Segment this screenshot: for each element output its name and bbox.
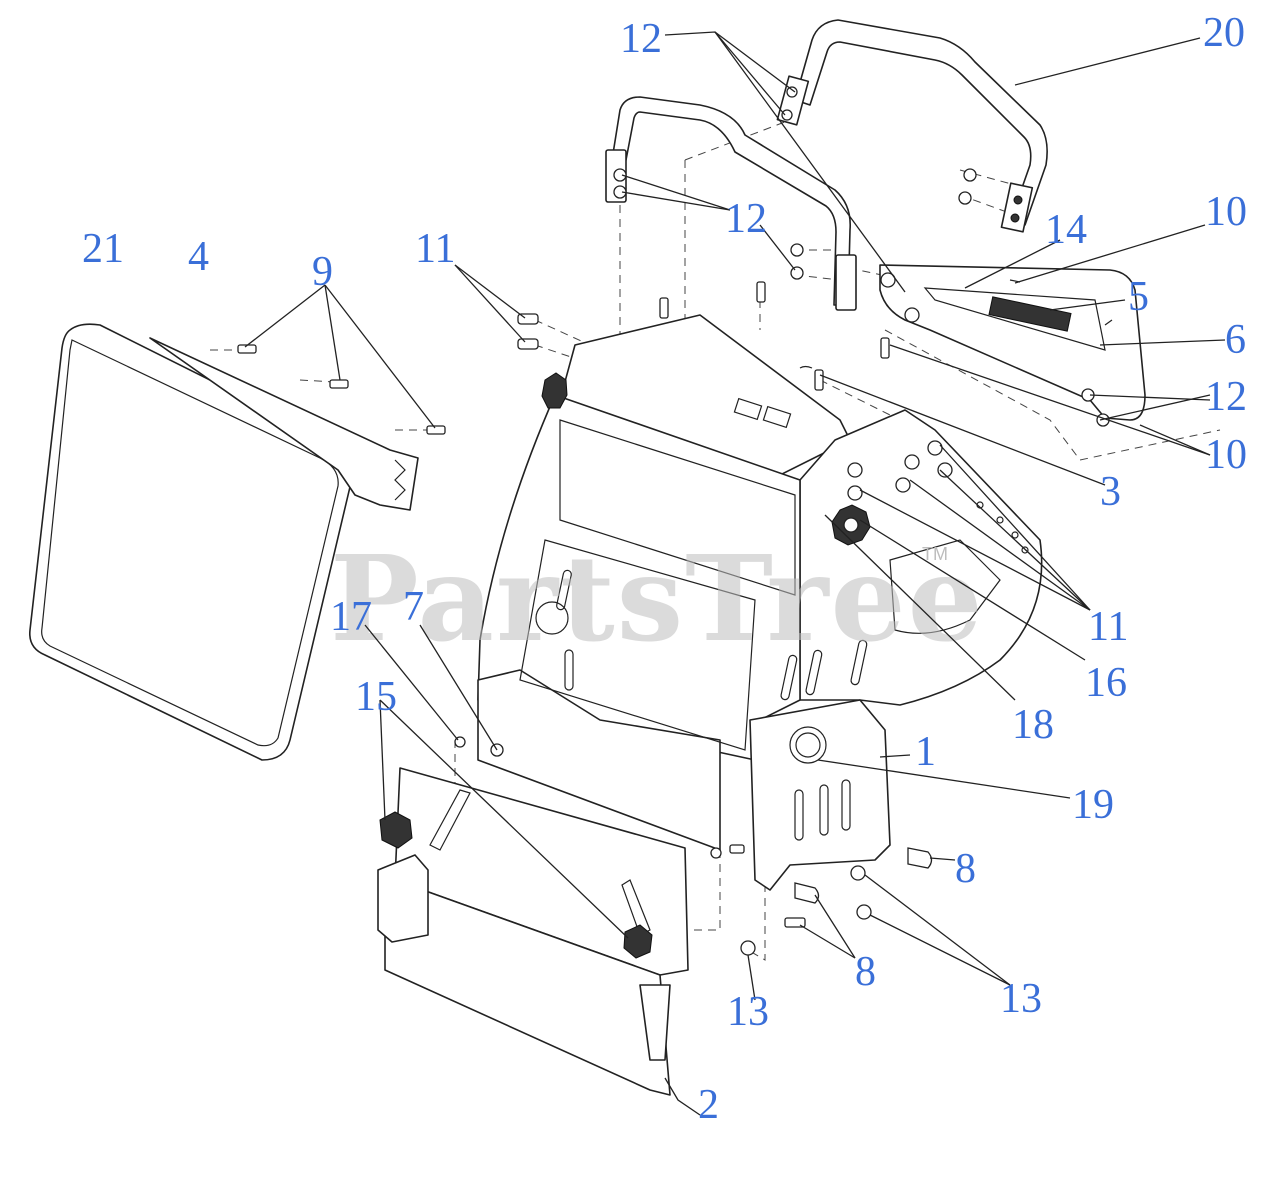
part-11-bolts [517,281,890,391]
part-lower-handle [605,86,857,311]
part-knob-left [541,372,568,409]
part-9-bolts [237,344,446,435]
callout-20: 20 [1203,10,1245,56]
callout-13-right: 13 [1000,976,1042,1022]
callout-4: 4 [188,234,209,280]
callout-2: 2 [698,1082,719,1128]
callout-5: 5 [1128,274,1149,320]
callout-13-left: 13 [727,989,769,1035]
part-16-knob [831,504,871,546]
part-1-console-frame [477,314,1043,891]
callout-labels: 20 12 12 12 10 10 14 5 6 3 21 4 9 11 11 … [82,10,1247,1128]
callout-11-right: 11 [1088,604,1128,650]
callout-7: 7 [403,584,424,630]
callout-8-right: 8 [955,846,976,892]
part-small-hardware [454,365,933,956]
callout-9: 9 [312,249,333,295]
callout-8-bottom: 8 [855,949,876,995]
watermark-trademark: TM [922,544,948,564]
callout-17: 17 [330,594,372,640]
callout-1: 1 [915,729,936,775]
callout-12-mid: 12 [725,196,767,242]
callout-10-right: 10 [1205,432,1247,478]
callout-19: 19 [1072,782,1114,828]
callout-18: 18 [1012,702,1054,748]
callout-6: 6 [1225,317,1246,363]
watermark: PartsTree [330,529,985,668]
callout-3: 3 [1100,469,1121,515]
part-2-front-panel [377,767,689,1096]
callout-21: 21 [82,226,124,272]
part-6-dash-panel [879,264,1146,427]
part-21-seat-cushion [28,323,419,761]
leader-lines [244,31,1226,1116]
callout-10-top: 10 [1205,189,1247,235]
callout-15: 15 [355,674,397,720]
callout-12-right: 12 [1205,374,1247,420]
callout-16: 16 [1085,660,1127,706]
callout-12-top: 12 [620,16,662,62]
callout-11-left: 11 [415,226,455,272]
callout-14: 14 [1045,207,1087,253]
